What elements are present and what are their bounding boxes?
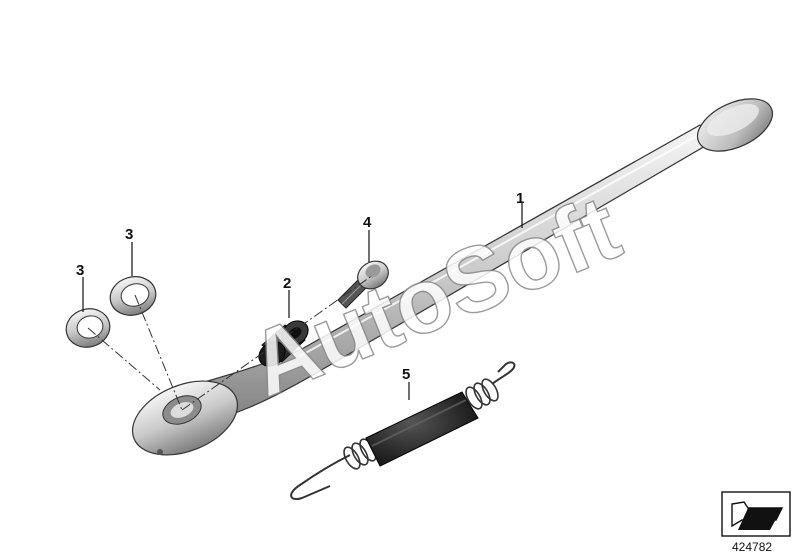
washer-right-part xyxy=(109,276,157,316)
callout-5: 5 xyxy=(402,366,410,383)
bushing-part xyxy=(258,320,309,367)
svg-text:AutoSoft: AutoSoft xyxy=(235,177,633,417)
diagram-number: 424782 xyxy=(732,540,773,554)
callout-3-left: 3 xyxy=(76,262,84,279)
direction-arrow-icon xyxy=(721,491,791,537)
assembly-axis-line xyxy=(87,274,374,411)
callout-1: 1 xyxy=(516,190,524,207)
callout-2: 2 xyxy=(283,275,291,292)
callout-4: 4 xyxy=(363,214,372,231)
callout-3-right: 3 xyxy=(125,226,133,243)
side-stand-part xyxy=(131,98,774,456)
watermark-logo: AutoSoft xyxy=(234,176,634,417)
callout-labels: 1 2 3 3 4 5 xyxy=(76,190,524,383)
leader-lines xyxy=(82,203,523,400)
bolt-part xyxy=(337,260,389,309)
spring-part xyxy=(290,361,516,500)
